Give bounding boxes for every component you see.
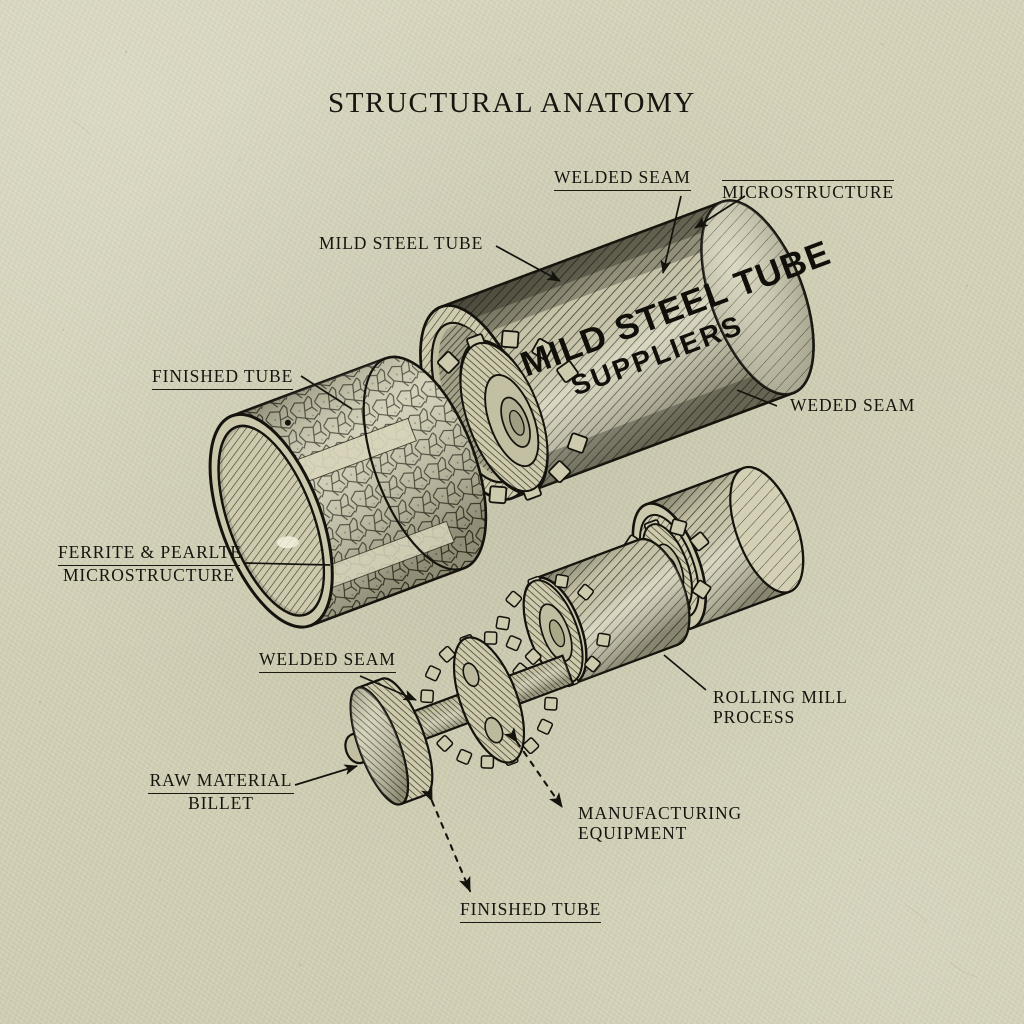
dashed-leader-lines	[420, 727, 564, 893]
finished-tube-ring-part	[208, 355, 488, 629]
label-weded-seam-right: WEDED SEAM	[790, 395, 916, 415]
billet-disc-part	[349, 677, 434, 806]
label-rolling-mill-process: ROLLING MILL PROCESS	[713, 687, 848, 728]
label-raw-material-line1: RAW MATERIAL	[148, 770, 294, 794]
label-ferrite-line1: FERRITE & PEARLTE	[58, 542, 241, 566]
label-raw-material-billet: RAW MATERIAL BILLET	[148, 770, 294, 814]
label-manufacturing-line2: EQUIPMENT	[578, 822, 688, 843]
label-finished-tube-left: FINISHED TUBE	[152, 366, 294, 390]
label-rolling-mill-line2: PROCESS	[713, 706, 796, 727]
label-raw-material-line2: BILLET	[188, 792, 254, 813]
label-manufacturing-equipment: MANUFACTURING EQUIPMENT	[578, 803, 743, 844]
label-ferrite-microstructure: FERRITE & PEARLTE MICROSTRUCTURE	[58, 542, 241, 586]
mid-roller-part	[495, 537, 691, 690]
label-mild-steel-tube: MILD STEEL TUBE	[319, 233, 484, 253]
page-title: STRUCTURAL ANATOMY	[328, 87, 696, 119]
leader-lines	[244, 195, 778, 786]
label-rolling-mill-line1: ROLLING MILL	[713, 687, 848, 707]
label-microstructure: MICROSTRUCTURE	[722, 180, 895, 202]
main-tube-part	[419, 199, 815, 505]
label-manufacturing-line1: MANUFACTURING	[578, 803, 743, 823]
label-finished-tube-bottom: FINISHED TUBE	[460, 899, 602, 923]
main-tube-hub-core	[459, 341, 549, 493]
label-welded-seam-lower: WELDED SEAM	[259, 649, 396, 673]
label-welded-seam-top: WELDED SEAM	[554, 167, 691, 191]
label-ferrite-line2: MICROSTRUCTURE	[62, 564, 236, 585]
